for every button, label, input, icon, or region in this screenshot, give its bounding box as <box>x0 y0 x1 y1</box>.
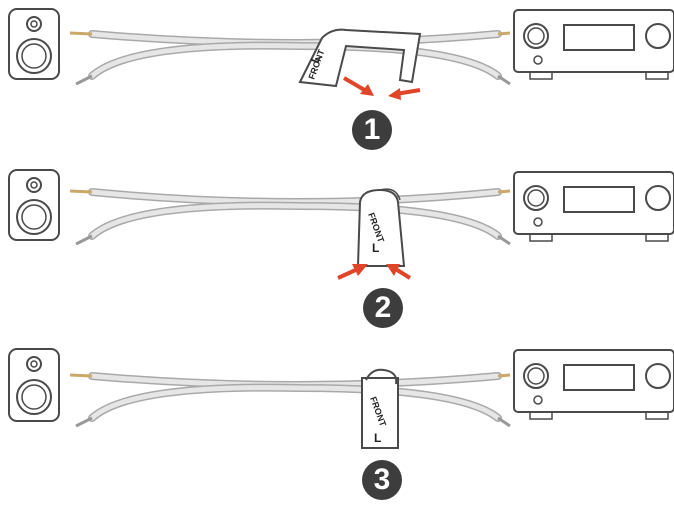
speaker-cable <box>70 191 510 244</box>
step-3: FRONT L 3 <box>0 340 674 510</box>
speaker-icon <box>9 9 59 79</box>
receiver-icon <box>514 172 674 241</box>
step-number-badge: 3 <box>362 460 402 500</box>
step-number-badge: 1 <box>352 110 392 150</box>
step-3-illustration: FRONT L <box>0 340 674 510</box>
label-letter: L <box>374 431 381 445</box>
press-arrow-right <box>386 264 410 278</box>
step-2: FRONT L 2 <box>0 170 674 340</box>
cable-label-tag: FRONT L <box>300 30 420 86</box>
speaker-cable <box>70 375 510 426</box>
speaker-cable <box>70 33 510 84</box>
step-1: FRONT L 1 <box>0 0 674 170</box>
cable-label-tag: FRONT L <box>358 189 404 266</box>
press-arrow-left <box>344 78 374 96</box>
press-arrow-left <box>338 264 368 278</box>
step-1-illustration: FRONT L <box>0 0 674 170</box>
speaker-icon <box>9 349 59 421</box>
speaker-icon <box>9 170 59 240</box>
receiver-icon <box>514 350 674 419</box>
receiver-icon <box>514 10 674 79</box>
cable-label-tag: FRONT L <box>362 370 398 448</box>
step-2-illustration: FRONT L <box>0 170 674 340</box>
label-letter: L <box>372 241 379 255</box>
step-number-badge: 2 <box>363 288 403 328</box>
press-arrow-right <box>388 88 420 100</box>
